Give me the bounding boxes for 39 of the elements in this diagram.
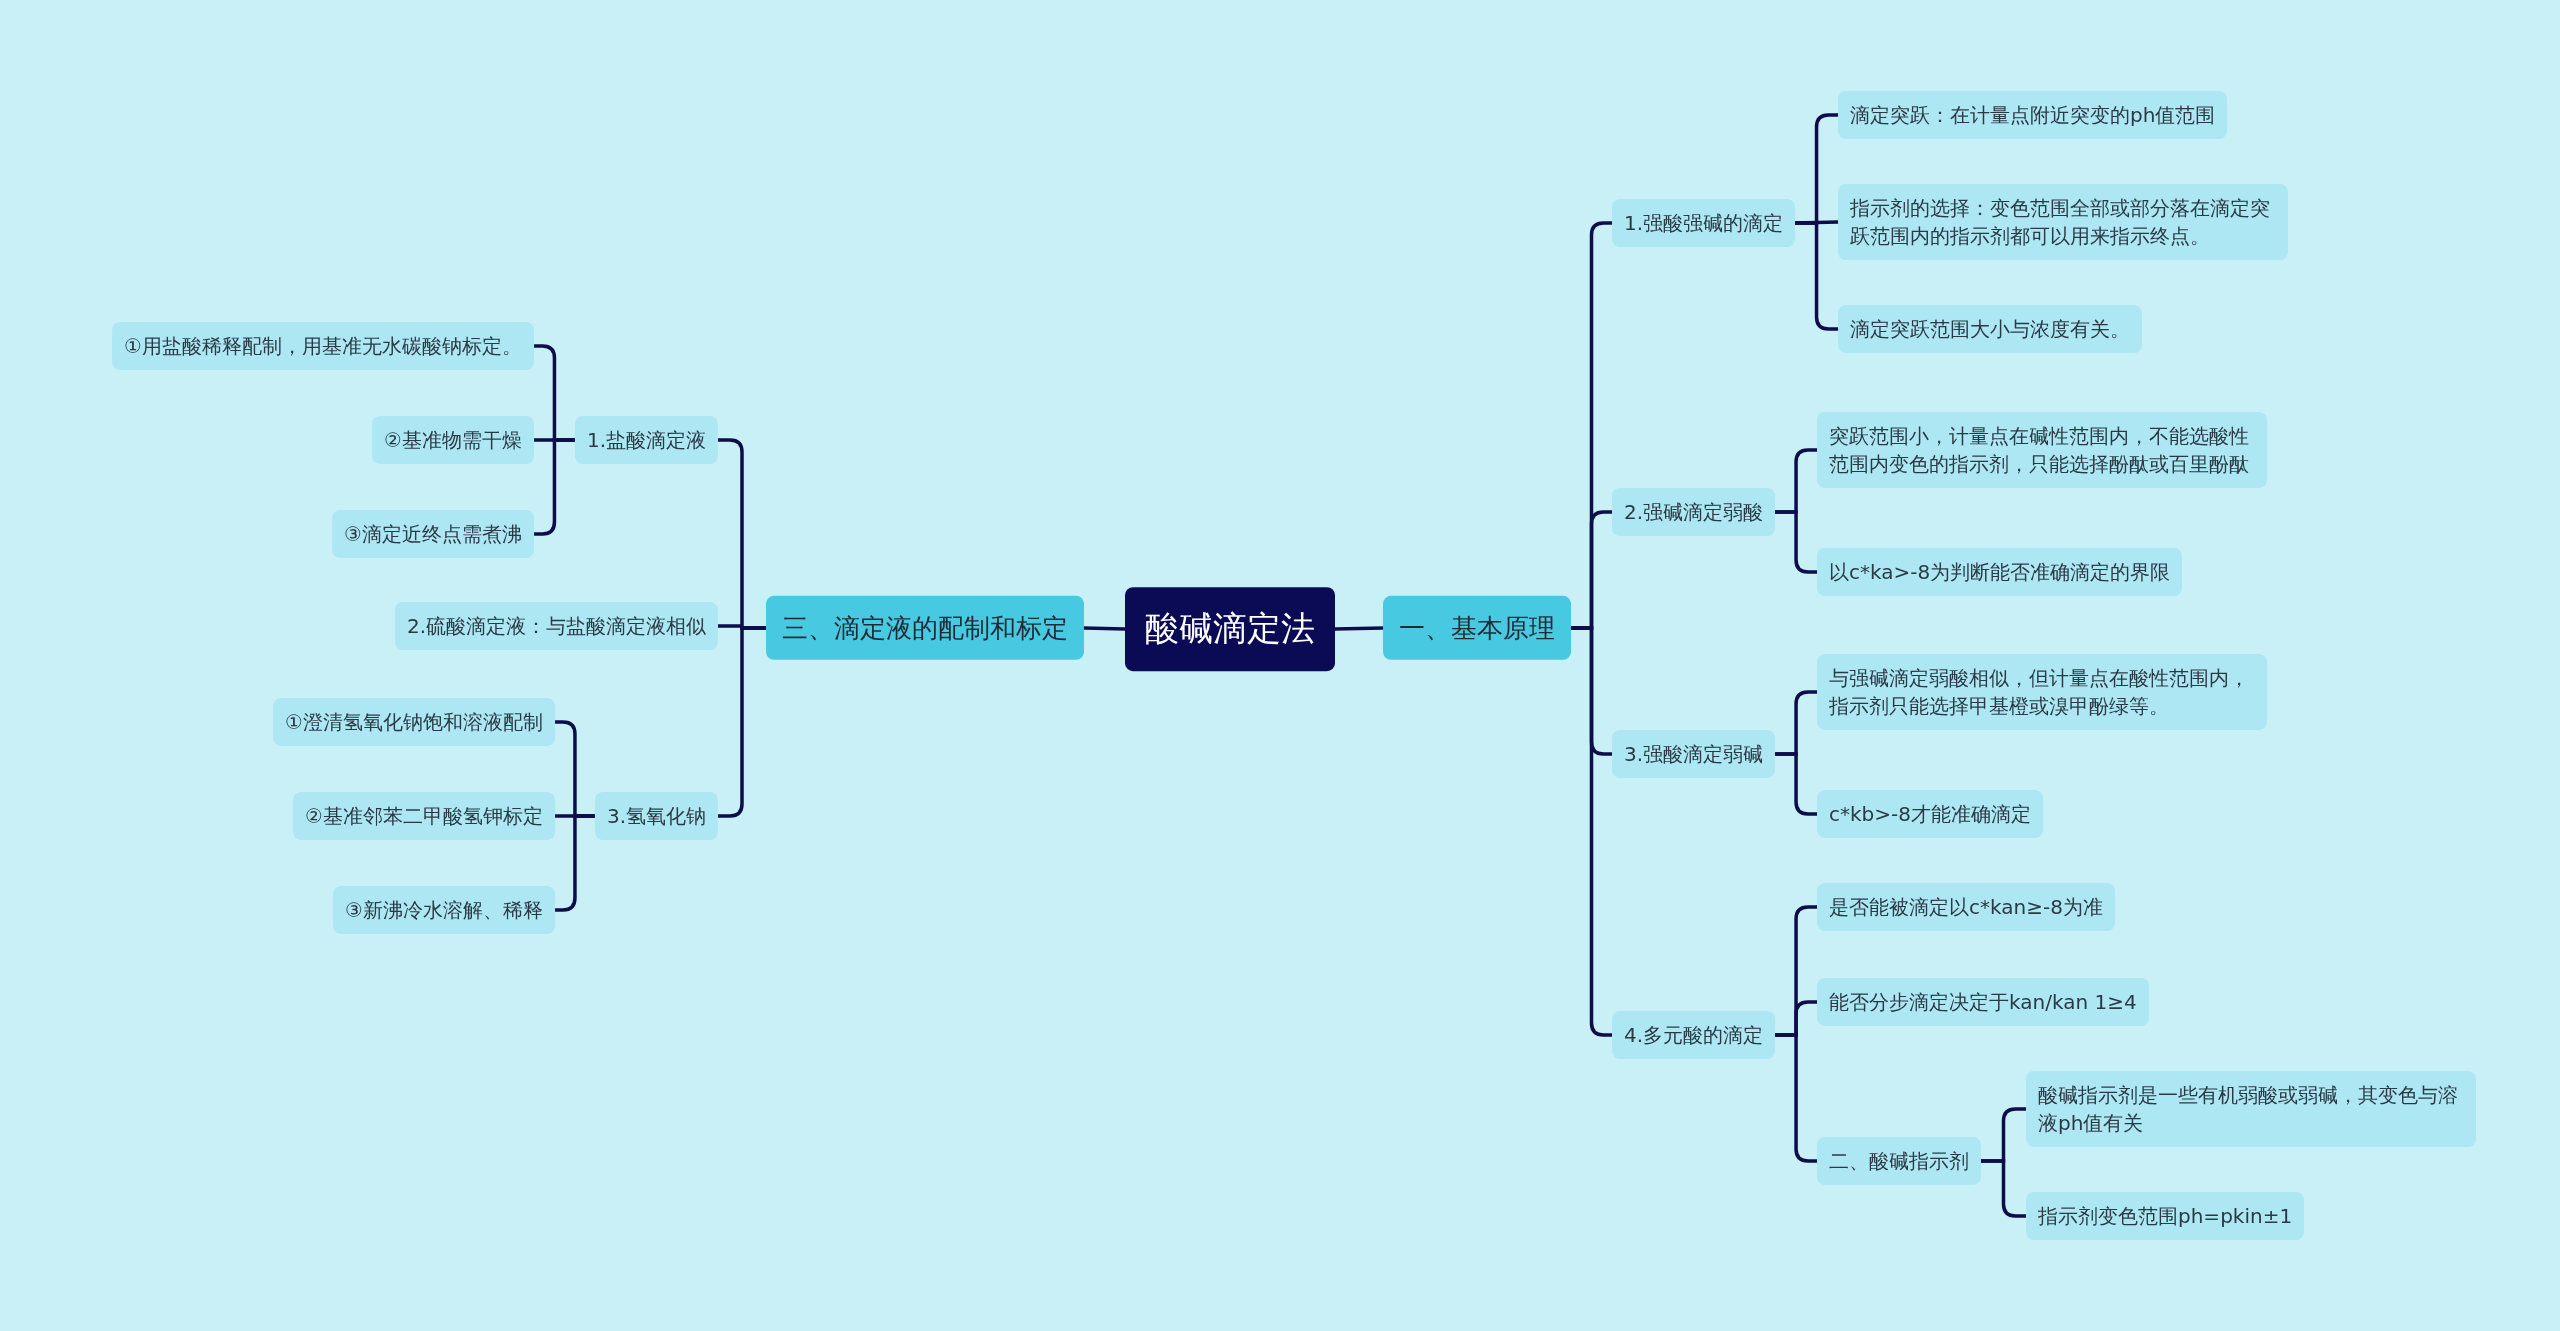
connector-line [1571, 626, 1612, 1037]
topic-box: 滴定突跃：在计量点附近突变的ph值范围 [1838, 91, 2228, 139]
topic-box: 突跃范围小，计量点在碱性范围内，不能选酸性范围内变色的指示剂，只能选择酚酞或百里酚酞 [1817, 412, 2267, 488]
topic-box: ②基准物需干燥 [372, 416, 534, 464]
topic-box: c*kb>-8才能准确滴定 [1817, 790, 2043, 838]
topic-box: 二、酸碱指示剂 [1817, 1137, 1981, 1185]
topic-box: 3.氢氧化钠 [594, 792, 718, 840]
topic-box: 以c*ka>-8为判断能否准确滴定的界限 [1817, 548, 2183, 596]
connector-line [1334, 626, 1384, 631]
connector-line [1083, 626, 1126, 631]
connector-line [1775, 752, 1817, 816]
topic-box: ③新沸冷水溶解、稀释 [333, 886, 555, 934]
topic-box: ①用盐酸稀释配制，用基准无水碳酸钠标定。 [112, 322, 534, 370]
topic-box: 指示剂变色范围ph=pkin±1 [2026, 1192, 2305, 1240]
topic-box: 一、基本原理 [1383, 595, 1571, 661]
topic-box: ①澄清氢氧化钠饱和溶液配制 [273, 698, 555, 746]
topic-box: 滴定突跃范围大小与浓度有关。 [1838, 305, 2142, 353]
connector-line [555, 814, 595, 912]
topic-box: 与强碱滴定弱酸相似，但计量点在酸性范围内，指示剂只能选择甲基橙或溴甲酚绿等。 [1817, 654, 2267, 730]
topic-box: 能否分步滴定决定于kan/kan 1≥4 [1817, 978, 2149, 1026]
topic-box: 酸碱滴定法 [1125, 587, 1335, 671]
topic-box: 1.盐酸滴定液 [574, 416, 718, 464]
topic-box: 是否能被滴定以c*kan≥-8为准 [1817, 883, 2115, 931]
connector-line [718, 626, 766, 818]
topic-box: 1.强酸强碱的滴定 [1612, 199, 1796, 247]
topic-box: 3.强酸滴定弱碱 [1612, 730, 1776, 778]
topic-box: ②基准邻苯二甲酸氢钾标定 [293, 792, 555, 840]
connector-line [534, 438, 575, 536]
topic-box: 2.硫酸滴定液：与盐酸滴定液相似 [394, 602, 718, 650]
topic-box: 指示剂的选择：变色范围全部或部分落在滴定突跃范围内的指示剂都可以用来指示终点。 [1838, 184, 2288, 260]
connector-line [1775, 1033, 1817, 1163]
topic-box: 2.强碱滴定弱酸 [1612, 488, 1776, 536]
connector-line [1795, 221, 1838, 331]
topic-box: 酸碱指示剂是一些有机弱酸或弱碱，其变色与溶液ph值有关 [2026, 1071, 2476, 1147]
topic-box: 4.多元酸的滴定 [1612, 1011, 1776, 1059]
connector-line [1775, 510, 1817, 574]
topic-box: 三、滴定液的配制和标定 [766, 595, 1084, 661]
connector-line [1981, 1159, 2026, 1218]
topic-box: ③滴定近终点需煮沸 [332, 510, 534, 558]
